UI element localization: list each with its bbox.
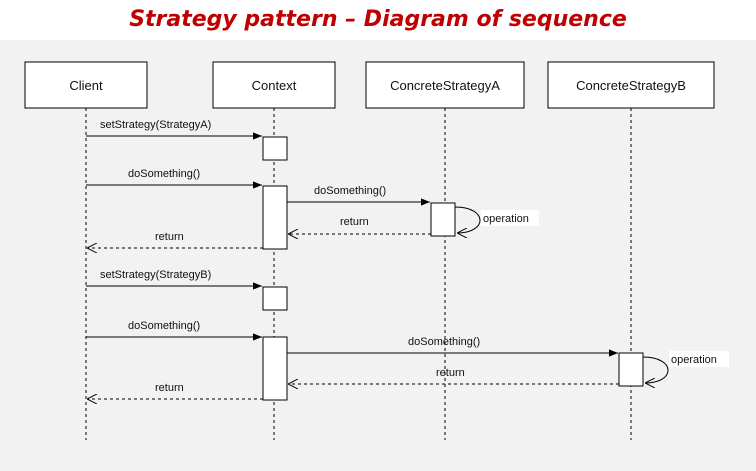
message-return-2: return xyxy=(87,382,263,399)
message-label: operation xyxy=(671,354,717,366)
activation-context-3 xyxy=(262,286,288,311)
message-do-something-2: doSomething() xyxy=(86,320,262,341)
diagram-panel xyxy=(0,40,756,471)
message-label: setStrategy(StrategyA) xyxy=(100,119,211,131)
message-label: doSomething() xyxy=(128,320,200,332)
message-do-something-a: doSomething() xyxy=(287,185,430,206)
participant-client-label: Client xyxy=(69,78,103,93)
message-return-1: return xyxy=(87,231,263,248)
message-do-something-1: doSomething() xyxy=(86,168,262,189)
message-operation-b: operation xyxy=(642,351,729,383)
message-return-a: return xyxy=(288,216,431,234)
message-do-something-b: doSomething() xyxy=(287,336,618,357)
message-set-strategy-a: setStrategy(StrategyA) xyxy=(86,119,262,140)
message-label: setStrategy(StrategyB) xyxy=(100,269,211,281)
message-label: return xyxy=(340,216,369,228)
message-set-strategy-b: setStrategy(StrategyB) xyxy=(86,269,262,290)
activation-context-2 xyxy=(262,185,288,250)
message-label: return xyxy=(436,367,465,379)
activation-concrete-b xyxy=(618,352,644,387)
message-label: return xyxy=(155,231,184,243)
participant-concrete-strategy-b: ConcreteStrategyB xyxy=(547,61,715,109)
message-label: return xyxy=(155,382,184,394)
message-label: doSomething() xyxy=(408,336,480,348)
participant-client: Client xyxy=(24,61,148,109)
participant-concrete-b-label: ConcreteStrategyB xyxy=(576,78,686,93)
participant-context-label: Context xyxy=(252,78,297,93)
message-return-b: return xyxy=(288,367,619,384)
message-label: doSomething() xyxy=(314,185,386,197)
activation-context-1 xyxy=(262,136,288,161)
message-label: operation xyxy=(483,213,529,225)
activation-concrete-a xyxy=(430,202,456,237)
diagram-title: Strategy pattern – Diagram of sequence xyxy=(0,0,756,40)
participant-concrete-strategy-a: ConcreteStrategyA xyxy=(365,61,525,109)
message-operation-a: operation xyxy=(454,206,539,233)
participant-context: Context xyxy=(212,61,336,109)
message-label: doSomething() xyxy=(128,168,200,180)
activation-context-4 xyxy=(262,336,288,401)
participant-concrete-a-label: ConcreteStrategyA xyxy=(390,78,500,93)
